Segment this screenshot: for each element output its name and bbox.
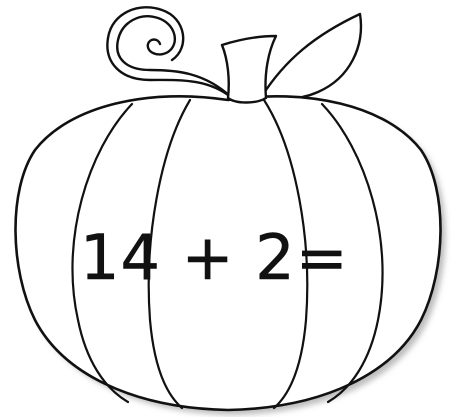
tendril-curl: [116, 15, 234, 100]
tendril-curl-outer: [106, 6, 234, 100]
leaf: [260, 12, 363, 100]
rib-left-outer: [71, 102, 134, 404]
addition-equation: 14 + 2=: [80, 221, 349, 295]
rib-left-inner: [147, 98, 192, 410]
pumpkin-body: [14, 94, 442, 412]
rib-right-inner: [262, 98, 309, 410]
rib-right-outer: [320, 102, 384, 404]
pumpkin-stem: [220, 34, 278, 104]
